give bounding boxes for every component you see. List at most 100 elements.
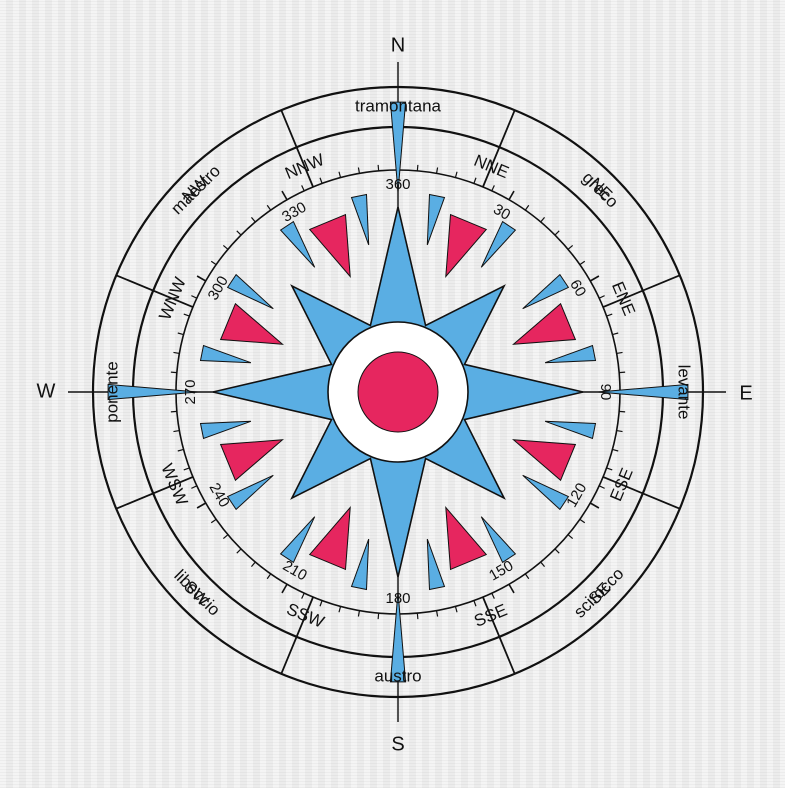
degree-tick — [455, 606, 457, 612]
degree-tick — [267, 205, 270, 210]
degree-tick — [437, 611, 438, 617]
degree-tick — [358, 167, 359, 173]
degree-tick — [358, 611, 359, 617]
degree-tick — [555, 231, 559, 235]
degree-tick — [267, 574, 270, 579]
cardinal-north: N — [391, 34, 405, 56]
degree-tick — [474, 178, 476, 184]
wind-name-austro: austro — [374, 666, 421, 685]
degree-tick — [173, 352, 179, 353]
degree-tick — [171, 411, 177, 412]
degree-label-330: 330 — [279, 199, 309, 226]
degree-tick — [590, 276, 599, 281]
degree-tick — [580, 519, 585, 522]
degree-tick — [619, 372, 625, 373]
cardinal-west: W — [37, 380, 56, 402]
degree-label-300: 300 — [205, 273, 232, 303]
degree-tick — [509, 191, 514, 200]
pink-pointer — [514, 440, 576, 481]
wind-name-tramontana: tramontana — [355, 96, 442, 115]
degree-tick — [619, 411, 625, 412]
degree-tick — [197, 503, 206, 508]
degree-tick — [417, 165, 418, 171]
degree-tick — [492, 185, 495, 190]
cardinal-east: E — [739, 382, 752, 404]
pink-pointer — [514, 304, 576, 345]
degree-tick — [173, 431, 179, 432]
degree-tick — [541, 217, 545, 222]
pink-pointer — [310, 215, 351, 277]
degree-tick — [437, 167, 438, 173]
small-pointer — [545, 421, 595, 438]
degree-tick — [568, 535, 573, 539]
direction-wnw: WNW — [155, 274, 190, 322]
degree-tick — [541, 562, 545, 567]
degree-tick — [282, 584, 287, 593]
degree-tick — [178, 333, 184, 335]
degree-tick — [607, 314, 613, 316]
pink-pointer — [221, 304, 283, 345]
degree-tick — [378, 165, 379, 171]
pink-pointer — [446, 508, 487, 570]
degree-label-30: 30 — [490, 201, 513, 224]
degree-label-210: 210 — [280, 557, 310, 584]
direction-sse: SSE — [471, 600, 510, 631]
cardinal-south: S — [391, 733, 404, 755]
degree-label-150: 150 — [486, 557, 516, 584]
degree-tick — [251, 562, 255, 567]
degree-label-360: 360 — [385, 176, 410, 193]
wind-name-levante: levante — [675, 365, 694, 420]
degree-tick — [320, 178, 322, 184]
degree-tick — [617, 431, 623, 432]
small-pointer — [427, 195, 444, 245]
degree-tick — [599, 296, 604, 299]
degree-tick — [590, 503, 599, 508]
degree-tick — [417, 613, 418, 619]
degree-tick — [599, 486, 604, 489]
degree-tick — [184, 314, 190, 316]
wind-name-ponente: ponente — [102, 361, 121, 422]
small-pointer — [481, 517, 515, 563]
direction-ene: ENE — [608, 279, 639, 319]
degree-tick — [617, 352, 623, 353]
degree-tick — [237, 231, 241, 235]
degree-tick — [211, 261, 216, 264]
small-pointer — [281, 222, 315, 268]
degree-tick — [197, 276, 206, 281]
small-pointer — [481, 222, 515, 268]
pink-pointer — [446, 215, 487, 277]
degree-label-120: 120 — [563, 480, 590, 510]
degree-tick — [492, 593, 495, 598]
degree-tick — [509, 584, 514, 593]
small-pointer — [523, 275, 569, 309]
degree-tick — [525, 574, 528, 579]
pink-pointer — [221, 440, 283, 481]
degree-label-270: 270 — [182, 379, 199, 404]
degree-tick — [191, 296, 196, 299]
direction-wsw: WSW — [157, 461, 191, 508]
degree-tick — [580, 261, 585, 264]
small-pointer — [201, 346, 251, 363]
degree-label-180: 180 — [385, 590, 410, 607]
degree-label-240: 240 — [206, 480, 233, 510]
small-pointer — [228, 275, 274, 309]
degree-tick — [525, 205, 528, 210]
degree-tick — [223, 535, 228, 539]
degree-tick — [282, 191, 287, 200]
direction-ese: ESE — [606, 465, 637, 504]
degree-tick — [237, 549, 241, 553]
degree-tick — [339, 606, 341, 612]
degree-label-90: 90 — [597, 384, 614, 401]
degree-label-60: 60 — [566, 277, 589, 300]
degree-tick — [251, 217, 255, 222]
degree-tick — [612, 333, 618, 335]
degree-tick — [320, 601, 322, 607]
degree-tick — [211, 519, 216, 522]
small-pointer — [545, 346, 595, 363]
center-dot — [358, 352, 438, 432]
direction-nne: NNE — [471, 151, 511, 182]
small-pointer — [201, 421, 251, 438]
degree-tick — [568, 245, 573, 249]
